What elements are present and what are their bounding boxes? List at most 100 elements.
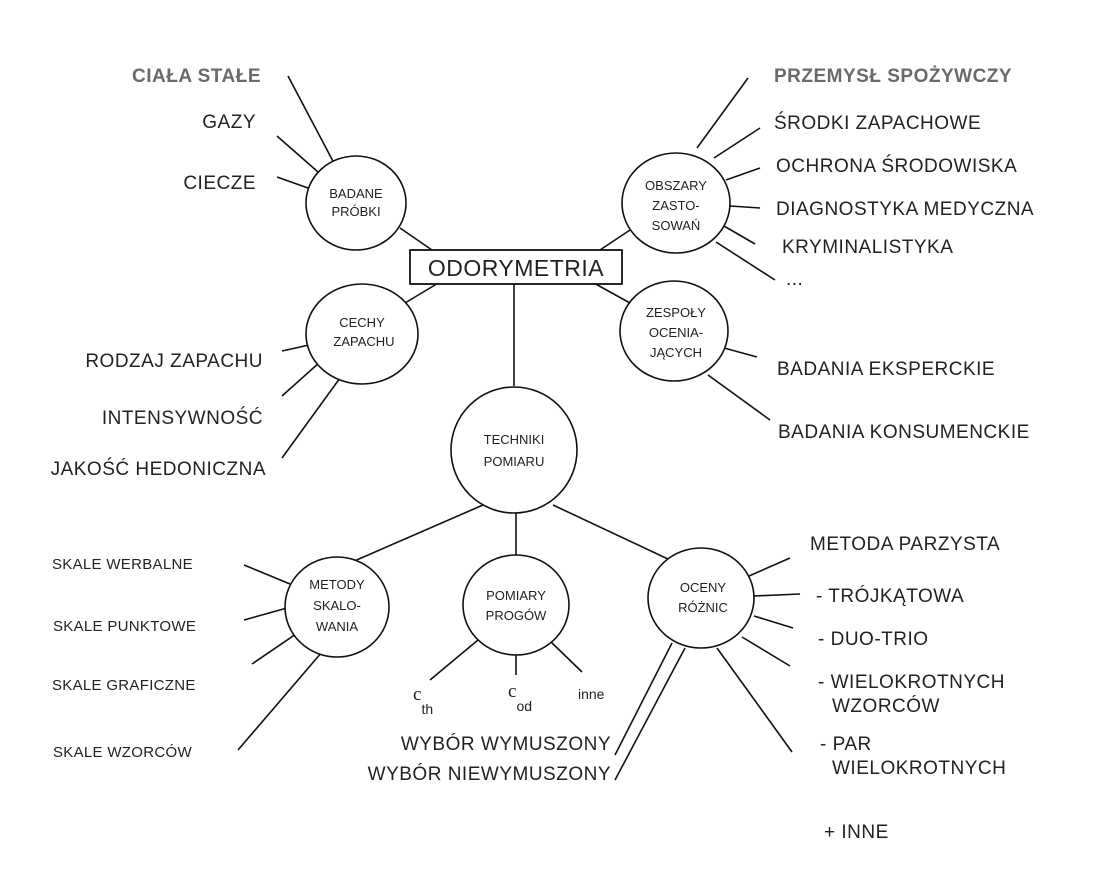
- leaf-c-th-subscript: th: [421, 701, 433, 717]
- obszary-leaf-line: [713, 127, 761, 159]
- node-zespoly-label: OCENIA-: [649, 325, 703, 340]
- leaf-par: - PAR: [820, 734, 872, 755]
- node-metody-label: METODY: [309, 577, 365, 592]
- oceny-wybor-line: [614, 642, 673, 756]
- leaf-badania-eksperckie: BADANIA EKSPERCKIE: [777, 359, 995, 380]
- oceny-leaf-line: [753, 593, 801, 597]
- root-box: [409, 249, 623, 285]
- node-techniki-label: POMIARU: [484, 454, 545, 469]
- obszary-leaf-line: [715, 241, 776, 281]
- root-title: ODORYMETRIA: [428, 255, 604, 281]
- node-badane-circle: [305, 155, 407, 251]
- zespoly-leaf-line: [723, 347, 758, 358]
- leaf-przemysl-spozywczy: PRZEMYSŁ SPOŻYWCZY: [774, 66, 1012, 87]
- node-obszary-label: ZASTO-: [652, 198, 699, 213]
- node-cechy-label: ZAPACHU: [333, 334, 394, 349]
- metody-leaf-line: [237, 651, 323, 751]
- node-oceny-label: OCENY: [680, 580, 727, 595]
- node-pomiary-circle: [462, 554, 570, 656]
- node-pomiary-label: POMIARY: [486, 588, 546, 603]
- node-zespoly-label: JĄCYCH: [650, 345, 702, 360]
- leaf-c-od-symbol: c: [508, 681, 516, 702]
- metody-leaf-line: [243, 607, 288, 621]
- oceny-leaf-line: [753, 615, 794, 629]
- leaf-skale-graficzne: SKALE GRAFICZNE: [52, 677, 196, 694]
- obszary-leaf-line: [725, 167, 761, 181]
- leaf-par-wielokrotnych: WIELOKROTNYCH: [832, 758, 1006, 779]
- node-badane-label: BADANE: [329, 186, 383, 201]
- root-to-obszary-line: [599, 229, 631, 251]
- leaf-jakosc-hedoniczna: JAKOŚĆ HEDONICZNA: [51, 458, 266, 480]
- node-oceny-label: RÓŻNIC: [678, 600, 728, 615]
- obszary-leaf-line: [696, 77, 749, 149]
- node-metody-label: SKALO-: [313, 598, 361, 613]
- node-cechy-label: CECHY: [339, 315, 385, 330]
- leaf-labels: CIAŁA STAŁE GAZY CIECZE PRZEMYSŁ SPOŻYWC…: [51, 66, 1034, 843]
- node-obszary-label: SOWAŃ: [652, 218, 701, 233]
- metody-leaf-line: [243, 564, 291, 585]
- leaf-diagnostyka-medyczna: DIAGNOSTYKA MEDYCZNA: [776, 199, 1034, 220]
- leaf-c-threshold: cth: [413, 684, 433, 717]
- root-to-cechy-line: [404, 281, 441, 304]
- leaf-plus-inne: + INNE: [824, 822, 889, 843]
- leaf-skale-wzorcow: SKALE WZORCÓW: [53, 744, 192, 761]
- leaf-skale-werbalne: SKALE WERBALNE: [52, 556, 193, 573]
- node-zespoly-circle: [619, 280, 729, 382]
- node-oceny-circle: [647, 547, 755, 649]
- connectors: [237, 75, 801, 781]
- pomiary-leaf-line: [550, 641, 583, 673]
- leaf-intensywnosc: INTENSYWNOŚĆ: [102, 407, 263, 429]
- metody-leaf-line: [251, 633, 297, 665]
- leaf-ochrona-srodowiska: OCHRONA ŚRODOWISKA: [776, 155, 1017, 177]
- badane-leaf-line: [276, 135, 319, 173]
- root-to-zespoly-line: [591, 281, 631, 304]
- node-pomiary-label: PROGÓW: [486, 608, 547, 623]
- leaf-c-od-subscript: od: [516, 698, 532, 714]
- root-to-badane-line: [399, 227, 433, 251]
- cechy-leaf-line: [281, 377, 341, 459]
- pomiary-leaf-line: [429, 639, 479, 681]
- leaf-trojkatowa: - TRÓJKĄTOWA: [816, 585, 964, 607]
- leaf-c-odour: cod: [508, 681, 532, 714]
- leaf-ciala-stale: CIAŁA STAŁE: [132, 66, 261, 87]
- leaf-duo-trio: - DUO-TRIO: [818, 629, 929, 650]
- node-techniki-circle: [450, 386, 578, 514]
- leaf-kryminalistyka: KRYMINALISTYKA: [782, 237, 953, 258]
- obszary-leaf-line: [729, 205, 761, 209]
- badane-leaf-line: [287, 75, 336, 166]
- node-obszary-circle: [621, 152, 731, 254]
- leaf-skale-punktowe: SKALE PUNKTOWE: [53, 618, 196, 635]
- oceny-wybor-line: [614, 647, 686, 781]
- leaf-srodki-zapachowe: ŚRODKI ZAPACHOWE: [774, 112, 981, 134]
- oceny-leaf-line: [741, 636, 791, 667]
- leaf-wybor-wymuszony: WYBÓR WYMUSZONY: [401, 733, 611, 755]
- leaf-inne-pomiary: inne: [578, 686, 605, 702]
- leaf-wielokrotnych: - WIELOKROTNYCH: [818, 672, 1005, 693]
- leaf-c-th-symbol: c: [413, 684, 421, 705]
- node-obszary-label: OBSZARY: [645, 178, 707, 193]
- node-metody-circle: [284, 556, 390, 658]
- node-badane-label: PRÓBKI: [331, 204, 380, 219]
- leaf-badania-konsumenckie: BADANIA KONSUMENCKIE: [778, 422, 1030, 443]
- leaf-wzorcow: WZORCÓW: [832, 695, 940, 717]
- leaf-rodzaj-zapachu: RODZAJ ZAPACHU: [85, 351, 263, 372]
- leaf-metoda-parzysta: METODA PARZYSTA: [810, 534, 1000, 555]
- techniki-to-metody-line: [351, 504, 484, 563]
- node-techniki-label: TECHNIKI: [484, 432, 545, 447]
- node-cechy-circle: [305, 283, 419, 385]
- zespoly-leaf-line: [707, 374, 771, 421]
- node-metody-label: WANIA: [316, 619, 358, 634]
- cechy-leaf-line: [281, 361, 321, 397]
- oceny-leaf-line: [716, 647, 793, 753]
- oceny-leaf-line: [748, 557, 791, 577]
- leaf-gazy: GAZY: [202, 112, 256, 133]
- leaf-wybor-niewymuszony: WYBÓR NIEWYMUSZONY: [368, 763, 611, 785]
- badane-leaf-line: [276, 176, 309, 189]
- concept-nodes: [284, 152, 755, 658]
- leaf-ellipsis: ...: [786, 269, 803, 290]
- leaf-ciecze: CIECZE: [183, 173, 256, 194]
- obszary-leaf-line: [723, 225, 756, 245]
- node-zespoly-label: ZESPOŁY: [646, 305, 706, 320]
- techniki-to-oceny-line: [552, 504, 671, 561]
